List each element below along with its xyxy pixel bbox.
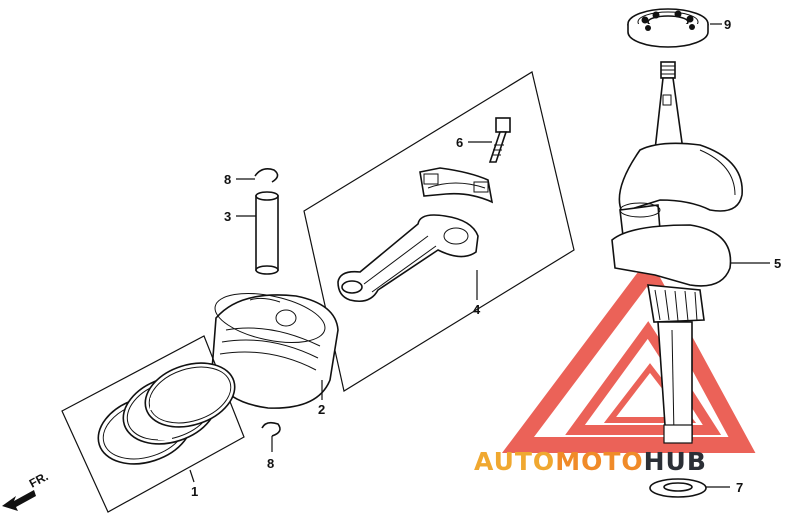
washer-part bbox=[649, 478, 707, 498]
callout-5: 5 bbox=[774, 256, 781, 271]
pin-clip-lower-part bbox=[261, 421, 281, 437]
front-direction-arrow-icon bbox=[2, 490, 36, 511]
crankshaft-part bbox=[611, 61, 743, 444]
bearing-part bbox=[627, 8, 709, 48]
crank-gear bbox=[647, 284, 705, 323]
callout-1: 1 bbox=[191, 484, 198, 499]
watermark-moto: MOTO bbox=[555, 447, 643, 476]
connecting-rod-part bbox=[337, 214, 479, 303]
watermark-hub: HUB bbox=[644, 447, 707, 476]
watermark-auto: AUTO bbox=[474, 447, 555, 476]
callout-2: 2 bbox=[318, 402, 325, 417]
ring-set-frame bbox=[61, 335, 245, 513]
piston-pin-part bbox=[255, 191, 279, 275]
callout-7: 7 bbox=[736, 480, 743, 495]
svg-text:AUTOMOTOHUB: AUTOMOTOHUB bbox=[474, 447, 707, 476]
rod-cap-part bbox=[419, 167, 494, 204]
pin-clip-upper-part bbox=[254, 168, 279, 183]
callout-9: 9 bbox=[724, 17, 731, 32]
piston-rings-part bbox=[97, 362, 236, 465]
callout-8-upper: 8 bbox=[224, 172, 231, 187]
watermark-text: AUTOMOTOHUB bbox=[474, 447, 707, 476]
rod-bolt-part bbox=[488, 117, 511, 163]
callout-3: 3 bbox=[224, 209, 231, 224]
watermark-logo-icon bbox=[501, 257, 756, 453]
front-direction-label: FR. bbox=[27, 469, 51, 490]
callout-4: 4 bbox=[473, 302, 481, 317]
leader-lines bbox=[189, 23, 770, 488]
callout-8-lower: 8 bbox=[267, 456, 274, 471]
callout-6: 6 bbox=[456, 135, 463, 150]
piston-part bbox=[211, 293, 339, 409]
